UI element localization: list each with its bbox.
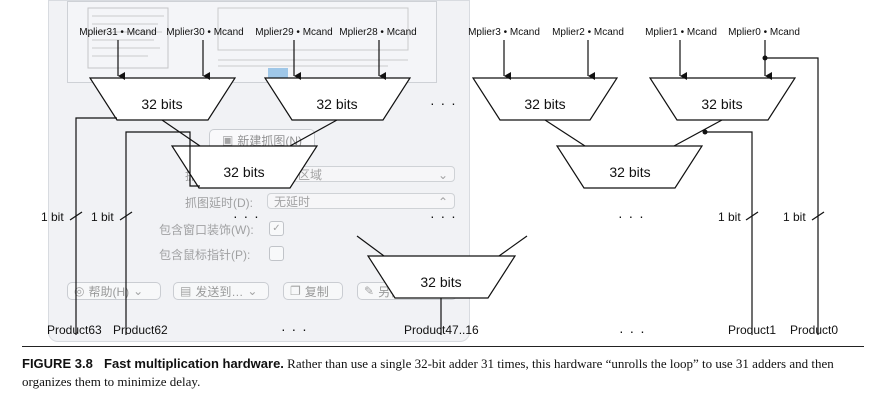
adder-label: 32 bits <box>420 274 462 290</box>
figure-caption: FIGURE 3.8 Fast multiplication hardware.… <box>22 355 867 391</box>
help-icon: ◎ <box>74 284 85 298</box>
output-label: Product0 <box>790 323 839 337</box>
input-label: Mplier29 • Mcand <box>255 27 333 38</box>
adder-label: 32 bits <box>223 164 265 180</box>
figure-heading: Fast multiplication hardware. <box>104 356 284 371</box>
include-border-checkbox[interactable]: ✓ <box>269 221 284 236</box>
bit-width-label: 1 bit <box>718 210 741 224</box>
output-label: Product63 <box>47 323 102 337</box>
include-border-label: 包含窗口装饰(W): <box>159 223 254 237</box>
ellipsis: · · · <box>619 323 646 339</box>
input-label: Mplier1 • Mcand <box>645 27 717 38</box>
help-button[interactable]: ◎ 帮助(H) ⌄ <box>67 282 161 300</box>
ellipsis: · · · <box>430 95 457 111</box>
camera-icon: ▣ <box>221 133 234 147</box>
adder-label: 32 bits <box>141 96 183 112</box>
input-label: Mplier0 • Mcand <box>728 27 800 38</box>
junction-dot <box>702 129 708 135</box>
adder-shape <box>88 77 237 121</box>
include-cursor-label: 包含鼠标指针(P): <box>159 248 251 262</box>
adder-label: 32 bits <box>524 96 566 112</box>
preview-image <box>87 7 409 69</box>
chevron-down-icon: ⌄ <box>437 168 448 182</box>
adder-shape <box>471 77 619 121</box>
include-cursor-checkbox[interactable] <box>269 246 284 261</box>
chevron-down-icon: ⌄ <box>133 284 144 298</box>
save-icon: ✎ <box>364 284 375 298</box>
adder-label: 32 bits <box>609 164 651 180</box>
input-label: Mplier31 • Mcand <box>79 27 157 38</box>
adder-shape <box>648 77 797 121</box>
copy-label: 复制 <box>304 284 329 299</box>
ellipsis: · · · <box>430 208 457 224</box>
copy-button[interactable]: ❐ 复制 <box>283 282 343 300</box>
send-to-label: 发送到… <box>195 284 244 299</box>
caption-divider <box>22 346 864 347</box>
ellipsis: · · · <box>233 208 260 224</box>
output-label: Product47..16 <box>404 323 479 337</box>
preview-highlight <box>268 68 288 78</box>
ellipsis: · · · <box>618 208 645 224</box>
adder-label: 32 bits <box>316 96 358 112</box>
input-label: Mplier3 • Mcand <box>468 27 540 38</box>
output-label: Product62 <box>113 323 168 337</box>
screen-capture-dialog: ▣ 新建抓图(N) 抓图模式: 矩形区域 ⌄ 抓图延时(D): 无延时 ⌃ 包含… <box>48 0 470 342</box>
stepper-icon: ⌃ <box>437 195 448 209</box>
figure-text: Rather than use a single 32-bit adder 31… <box>22 356 834 389</box>
adder-shape <box>366 255 517 299</box>
chevron-down-icon: ⌄ <box>247 284 258 298</box>
capture-delay-value: 无延时 <box>274 195 311 209</box>
input-label: Mplier30 • Mcand <box>166 27 244 38</box>
help-label: 帮助(H) <box>88 284 130 299</box>
share-icon: ▤ <box>180 284 192 298</box>
figure-number: FIGURE 3.8 <box>22 356 93 371</box>
output-label: Product1 <box>728 323 777 337</box>
bit-width-label: 1 bit <box>783 210 806 224</box>
bit-width-label: 1 bit <box>41 210 64 224</box>
ellipsis: · · · <box>281 321 308 337</box>
adder-label: 32 bits <box>701 96 743 112</box>
send-to-button[interactable]: ▤ 发送到… ⌄ <box>173 282 269 300</box>
adder-shape <box>555 145 704 189</box>
adder-shape <box>263 77 412 121</box>
capture-delay-label: 抓图延时(D): <box>185 196 253 210</box>
capture-preview-thumbnail <box>67 1 437 83</box>
new-capture-label: 新建抓图(N) <box>237 133 302 148</box>
bit-width-label: 1 bit <box>91 210 114 224</box>
copy-icon: ❐ <box>290 284 301 298</box>
input-label: Mplier28 • Mcand <box>339 27 417 38</box>
input-label: Mplier2 • Mcand <box>552 27 624 38</box>
junction-dot <box>762 55 768 61</box>
capture-delay-select[interactable]: 无延时 ⌃ <box>267 193 455 209</box>
